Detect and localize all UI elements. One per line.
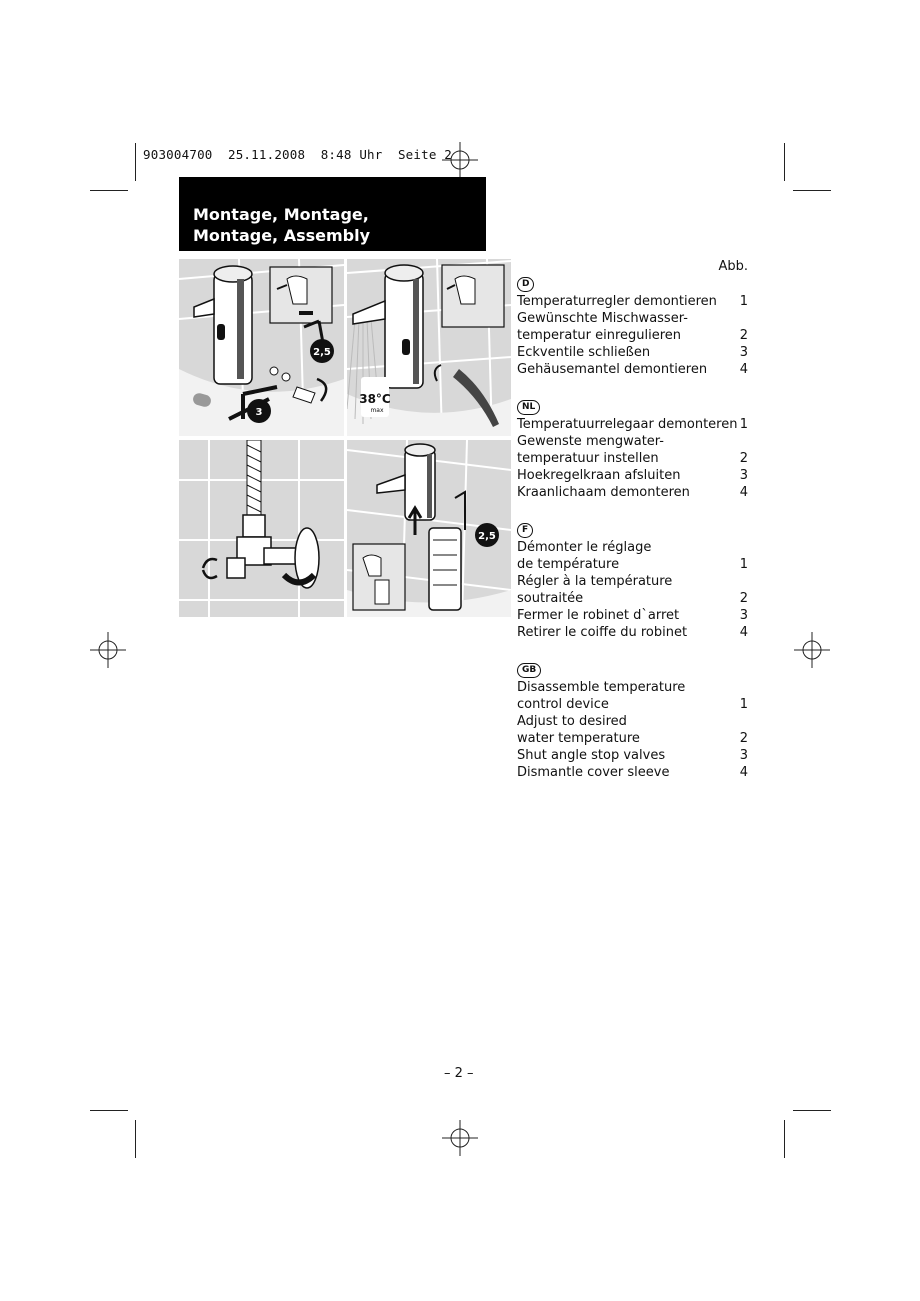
language-badge-gb: GB <box>517 663 542 678</box>
max-temperature-sub: max <box>370 407 384 414</box>
registration-mark-icon <box>442 142 478 178</box>
section-title-box: Montage, Montage, Montage, Assembly <box>179 177 486 251</box>
list-item: Gewenste mengwater- <box>517 434 664 449</box>
print-slug: 903004700 25.11.2008 8:48 Uhr Seite 2 <box>143 147 453 162</box>
registration-mark-icon <box>794 632 830 668</box>
section-gb: GB Disassemble temperature control devic… <box>517 661 748 781</box>
crop-mark <box>90 1110 128 1111</box>
title-line-1: Montage, Montage, <box>193 205 369 224</box>
crop-mark <box>135 143 136 181</box>
figure-1-illustration: 2,5 3 <box>179 259 344 436</box>
registration-mark-icon <box>90 632 126 668</box>
language-badge-nl: NL <box>517 400 541 415</box>
title-line-2: Montage, Assembly <box>193 226 371 245</box>
list-item: Disassemble temperature <box>517 680 686 695</box>
crop-mark <box>793 1110 831 1111</box>
list-item: Gewünschte Mischwasser- <box>517 311 688 326</box>
page-number: – 2 – <box>444 1066 474 1081</box>
figure-2-illustration: 38°C max <box>347 259 511 436</box>
max-temperature-label: 38°C <box>359 392 391 406</box>
crop-mark <box>784 143 785 181</box>
hex-key-badge-3: 3 <box>256 407 263 418</box>
list-item: Démonter le réglage <box>517 540 652 555</box>
language-badge-f: F <box>517 523 534 538</box>
language-badge-d: D <box>517 277 535 292</box>
crop-mark <box>90 190 128 191</box>
list-item: Adjust to desired <box>517 714 627 729</box>
abb-label: Abb. <box>718 259 748 274</box>
figure-3-illustration <box>179 440 344 617</box>
registration-mark-icon <box>442 1120 478 1156</box>
figure-4-illustration: 2,5 <box>347 440 511 617</box>
crop-mark <box>793 190 831 191</box>
hex-key-badge-4: 2,5 <box>478 531 496 542</box>
hex-key-badge-2-5: 2,5 <box>313 347 331 358</box>
crop-mark <box>135 1120 136 1158</box>
list-item: Régler à la température <box>517 574 673 589</box>
crop-mark <box>784 1120 785 1158</box>
